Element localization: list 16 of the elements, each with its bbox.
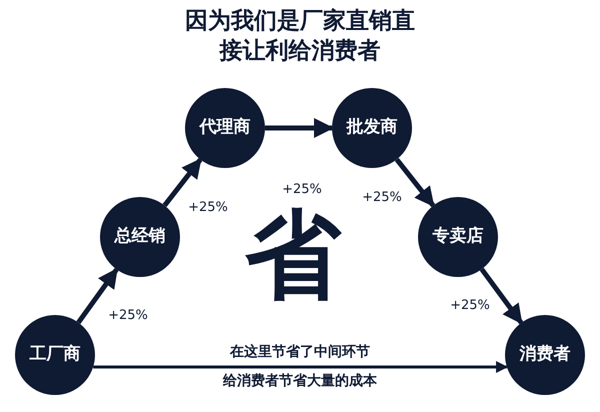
node-label: 代理商: [200, 116, 250, 140]
node-label: 专卖店: [432, 225, 484, 248]
arrow: [162, 158, 202, 207]
big-character: 省: [245, 205, 341, 305]
arrow: [394, 158, 436, 208]
arrow: [480, 268, 524, 324]
title: 因为我们是厂家直销直接让利给消费者: [184, 7, 416, 66]
arrow: [265, 118, 334, 138]
arrow: [93, 361, 508, 373]
node-label: 工厂商: [30, 343, 80, 366]
node-label: 消费者: [520, 343, 570, 366]
note-text: 给消费者节省大量的成本: [222, 372, 378, 390]
note-text: 在这里节省了中间环节: [228, 343, 371, 361]
node-label: 批发商: [346, 116, 398, 140]
arrow: [76, 268, 119, 324]
node-label: 总经销: [114, 225, 166, 248]
